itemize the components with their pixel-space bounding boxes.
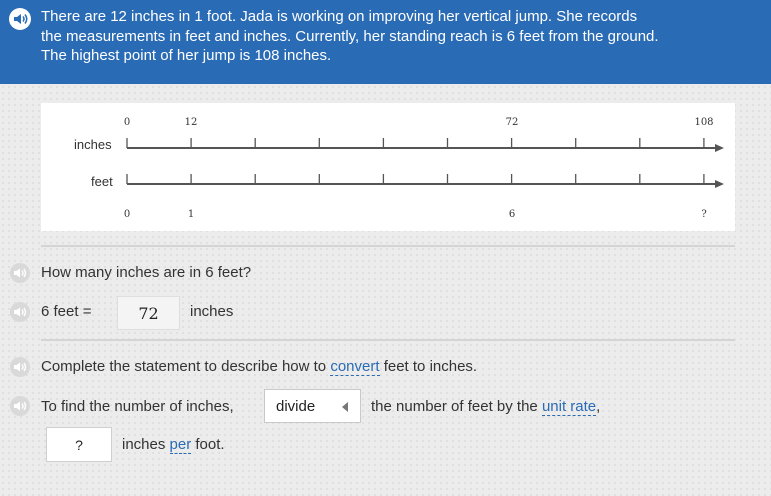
inches-tick-label: 0 — [124, 117, 130, 128]
prompt-text: Complete the statement to describe how t… — [41, 358, 327, 375]
statement-middle: the number of feet by the unit rate, — [371, 398, 601, 416]
feet-tick-label: 6 — [509, 209, 515, 220]
rate-input[interactable]: ? — [46, 427, 112, 462]
inches-tick-label: 108 — [694, 117, 713, 128]
tick-marks — [126, 138, 705, 184]
problem-text-line-3: The highest point of her jump is 108 inc… — [41, 47, 332, 64]
problem-banner: There are 12 inches in 1 foot. Jada is w… — [0, 0, 771, 84]
prompt-text: feet to inches. — [383, 358, 478, 375]
feet-tick-label: ? — [701, 209, 706, 220]
operation-dropdown[interactable]: divide — [264, 389, 361, 423]
statement-start: To find the number of inches, — [41, 398, 234, 415]
statement-comma: , — [596, 398, 601, 415]
statement-end: inches per foot. — [122, 436, 225, 454]
speaker-icon[interactable] — [10, 263, 30, 283]
statement-text: inches — [122, 436, 166, 453]
problem-text-line-1: There are 12 inches in 1 foot. Jada is w… — [41, 8, 638, 25]
feet-tick-label: 0 — [124, 209, 130, 220]
divider — [41, 245, 735, 247]
question-1-prompt: How many inches are in 6 feet? — [41, 264, 252, 281]
speaker-icon[interactable] — [10, 396, 30, 416]
per-link[interactable]: per — [169, 436, 192, 454]
answer-input[interactable]: 72 — [117, 296, 180, 330]
inches-axis-label: inches — [74, 137, 112, 152]
statement-text: foot. — [195, 436, 225, 453]
speaker-icon[interactable] — [10, 302, 30, 322]
convert-link[interactable]: convert — [330, 358, 380, 376]
inches-tick-label: 12 — [185, 117, 198, 128]
equation-left: 6 feet = — [41, 303, 92, 320]
feet-arrow — [715, 180, 724, 188]
dropdown-value: divide — [276, 397, 316, 415]
question-2-prompt: Complete the statement to describe how t… — [41, 358, 478, 376]
inches-arrow — [715, 144, 724, 152]
inches-tick-label: 72 — [506, 117, 519, 128]
unit-rate-link[interactable]: unit rate — [541, 398, 597, 416]
statement-text: the number of feet by the — [371, 398, 538, 415]
caret-left-icon — [342, 402, 348, 412]
speaker-icon[interactable] — [10, 357, 30, 377]
problem-text-line-2: the measurements in feet and inches. Cur… — [41, 27, 659, 45]
double-number-line-card: inches feet 0 12 72 108 0 1 6 ? — [41, 103, 735, 231]
divider — [41, 339, 735, 341]
double-number-line: inches feet 0 12 72 108 0 1 6 ? — [74, 117, 724, 220]
feet-tick-label: 1 — [188, 209, 194, 220]
equation-unit: inches — [190, 303, 234, 320]
feet-axis-label: feet — [91, 174, 113, 189]
speaker-icon[interactable] — [9, 8, 31, 30]
